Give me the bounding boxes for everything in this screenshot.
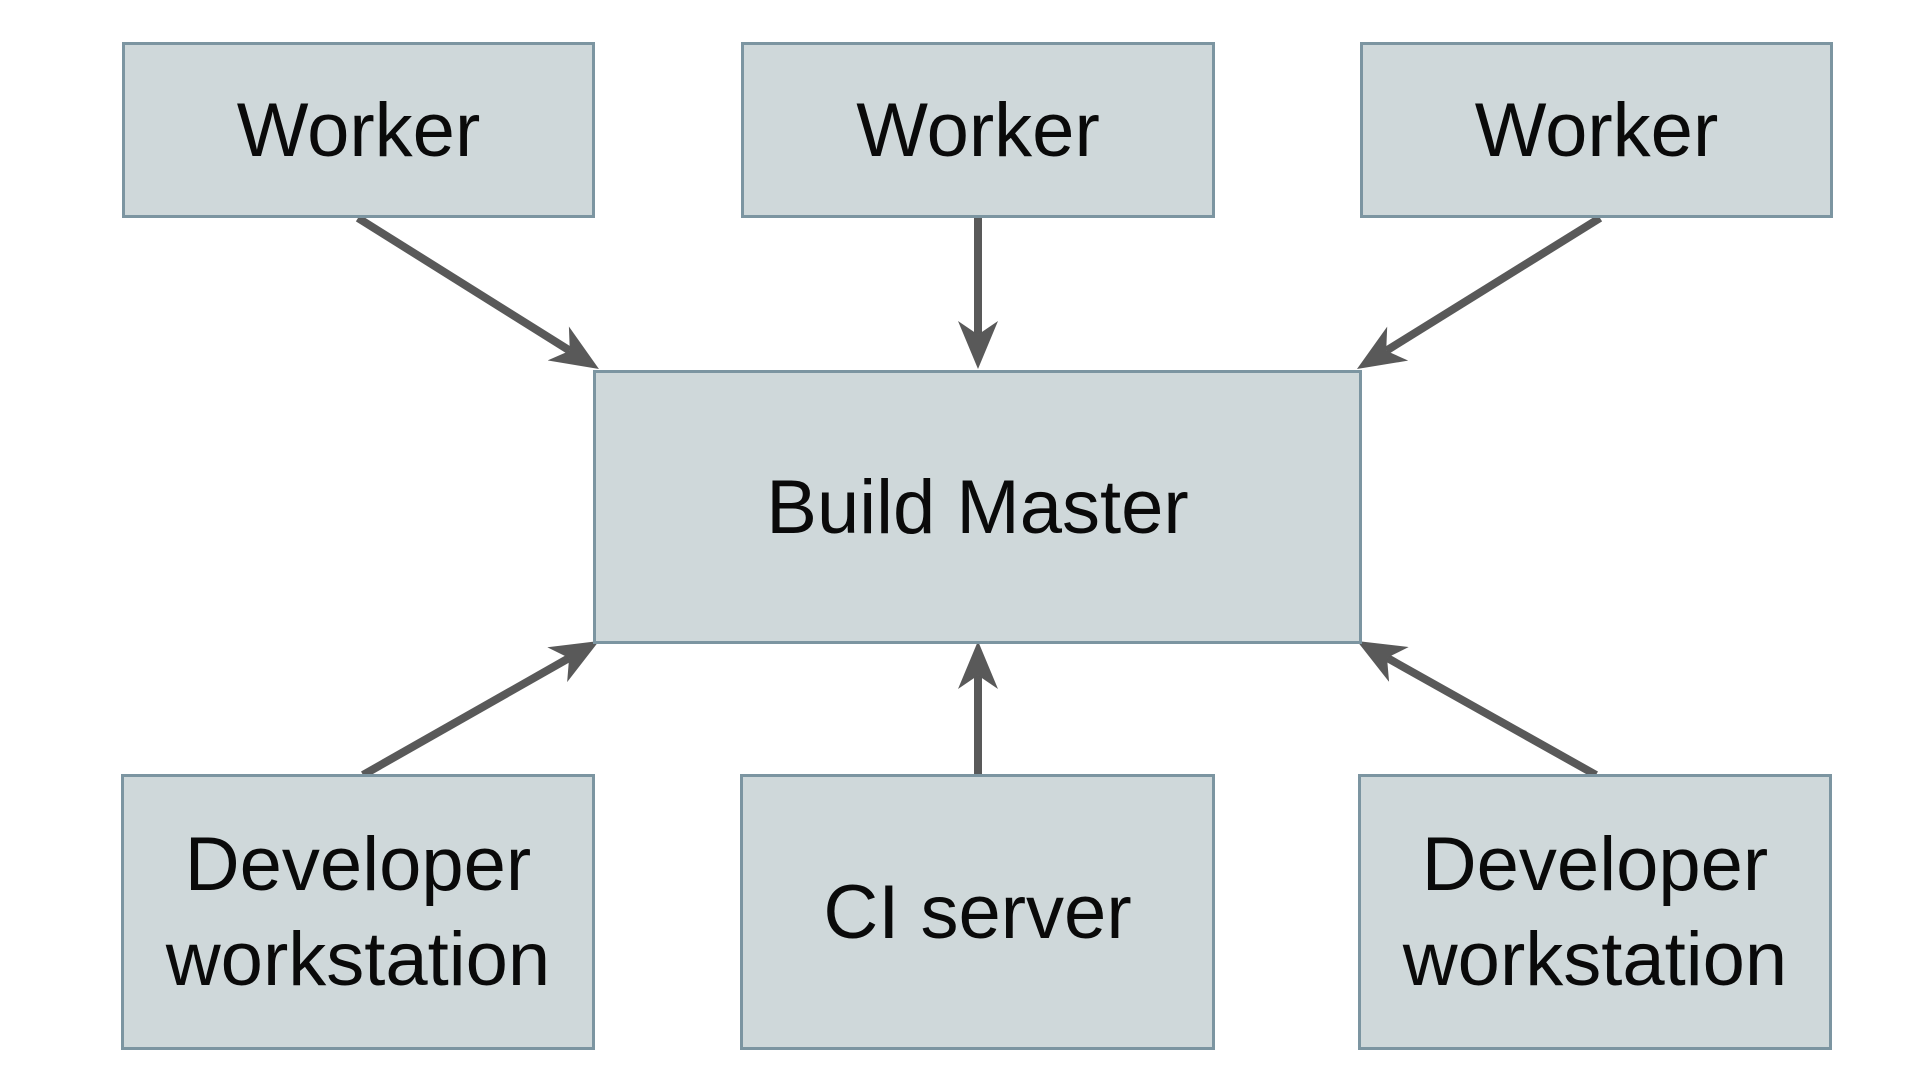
node-developer-workstation-right: Developer workstation: [1358, 774, 1832, 1050]
edge-devleft-to-buildmaster: [361, 641, 600, 779]
node-ci-server: CI server: [740, 774, 1215, 1050]
node-developer-workstation-left-label: Developer workstation: [165, 822, 551, 1002]
node-worker-1-label: Worker: [236, 87, 481, 173]
edge-devright-to-buildmaster: [1356, 640, 1598, 779]
node-build-master: Build Master: [593, 370, 1362, 644]
edge-worker3-to-buildmaster: [1356, 214, 1603, 369]
node-build-master-label: Build Master: [766, 464, 1189, 550]
node-worker-3: Worker: [1360, 42, 1833, 218]
node-ci-server-label: CI server: [823, 869, 1132, 955]
node-worker-2: Worker: [741, 42, 1215, 218]
edge-worker1-to-buildmaster: [355, 214, 599, 369]
node-developer-workstation-right-label: Developer workstation: [1402, 822, 1788, 1002]
node-worker-1: Worker: [122, 42, 595, 218]
node-worker-3-label: Worker: [1474, 87, 1719, 173]
node-worker-2-label: Worker: [856, 87, 1100, 173]
node-developer-workstation-left: Developer workstation: [121, 774, 595, 1050]
